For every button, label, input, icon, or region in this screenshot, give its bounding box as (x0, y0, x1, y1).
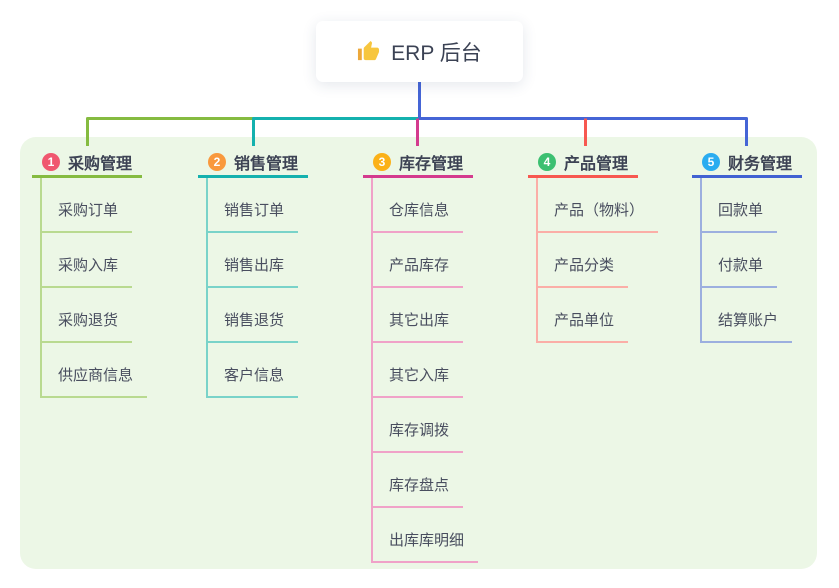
child-label: 产品分类 (554, 257, 615, 274)
child-node[interactable]: 仓库信息 (373, 178, 464, 233)
branch-3-children: 仓库信息 产品库存 其它出库 其它入库 库存调拨 库存盘点 出库库明细 (371, 178, 479, 563)
branch-4: 4 产品管理 产品（物料） 产品分类 产品单位 (528, 148, 659, 343)
branch-5: 5 财务管理 回款单 付款单 结算账户 (692, 148, 802, 343)
branch-1: 1 采购管理 采购订单 采购入库 采购退货 供应商信息 (32, 148, 148, 398)
child-label: 仓库信息 (389, 202, 450, 219)
branch-5-label: 财务管理 (728, 155, 793, 173)
child-label: 销售退货 (224, 312, 285, 329)
child-label: 其它出库 (389, 312, 450, 329)
child-label: 其它入库 (389, 367, 450, 384)
child-label: 销售出库 (224, 257, 285, 274)
child-node[interactable]: 销售订单 (208, 178, 299, 233)
child-label: 库存调拨 (389, 422, 450, 439)
child-label: 出库库明细 (389, 532, 465, 549)
child-label: 客户信息 (224, 367, 285, 384)
child-node[interactable]: 产品分类 (538, 233, 629, 288)
child-label: 采购入库 (58, 257, 119, 274)
child-node[interactable]: 库存调拨 (373, 398, 464, 453)
child-label: 采购退货 (58, 312, 119, 329)
child-node[interactable]: 客户信息 (208, 343, 299, 398)
branch-5-node[interactable]: 5 财务管理 (692, 148, 802, 178)
branches-background-panel (20, 137, 817, 569)
branch-4-label: 产品管理 (564, 155, 629, 173)
child-label: 付款单 (718, 257, 764, 274)
branch-1-number-badge: 1 (42, 152, 60, 171)
child-node[interactable]: 其它入库 (373, 343, 464, 398)
thumbs-up-icon (357, 40, 380, 63)
root-label: ERP 后台 (391, 41, 482, 65)
child-node[interactable]: 产品库存 (373, 233, 464, 288)
branch-3-node[interactable]: 3 库存管理 (363, 148, 473, 178)
branch-5-number-badge: 5 (702, 152, 720, 171)
child-node[interactable]: 回款单 (702, 178, 778, 233)
branch-4-children: 产品（物料） 产品分类 产品单位 (536, 178, 659, 343)
child-node[interactable]: 库存盘点 (373, 453, 464, 508)
branch-3-number-badge: 3 (373, 152, 391, 171)
branch-5-children: 回款单 付款单 结算账户 (700, 178, 802, 343)
child-label: 销售订单 (224, 202, 285, 219)
child-node[interactable]: 销售退货 (208, 288, 299, 343)
child-node[interactable]: 产品单位 (538, 288, 629, 343)
branch-1-node[interactable]: 1 采购管理 (32, 148, 142, 178)
child-label: 结算账户 (718, 312, 779, 329)
branch-2-label: 销售管理 (234, 155, 299, 173)
child-node[interactable]: 产品（物料） (538, 178, 659, 233)
branch-2: 2 销售管理 销售订单 销售出库 销售退货 客户信息 (198, 148, 308, 398)
branch-2-node[interactable]: 2 销售管理 (198, 148, 308, 178)
child-node[interactable]: 采购退货 (42, 288, 133, 343)
child-label: 供应商信息 (58, 367, 134, 384)
branch-1-children: 采购订单 采购入库 采购退货 供应商信息 (40, 178, 148, 398)
branch-4-number-badge: 4 (538, 152, 556, 171)
child-label: 采购订单 (58, 202, 119, 219)
branch-4-node[interactable]: 4 产品管理 (528, 148, 638, 178)
child-label: 库存盘点 (389, 477, 450, 494)
child-node[interactable]: 供应商信息 (42, 343, 148, 398)
branch-3: 3 库存管理 仓库信息 产品库存 其它出库 其它入库 库存调拨 库存盘点 出库库… (363, 148, 479, 563)
child-label: 产品（物料） (554, 202, 645, 219)
root-node[interactable]: ERP 后台 (316, 21, 523, 82)
child-node[interactable]: 销售出库 (208, 233, 299, 288)
child-label: 回款单 (718, 202, 764, 219)
branch-1-label: 采购管理 (68, 155, 133, 173)
branch-2-children: 销售订单 销售出库 销售退货 客户信息 (206, 178, 308, 398)
child-node[interactable]: 结算账户 (702, 288, 793, 343)
child-label: 产品库存 (389, 257, 450, 274)
child-node[interactable]: 采购订单 (42, 178, 133, 233)
child-node[interactable]: 出库库明细 (373, 508, 479, 563)
child-node[interactable]: 其它出库 (373, 288, 464, 343)
branch-2-number-badge: 2 (208, 152, 226, 171)
branch-3-label: 库存管理 (399, 155, 464, 173)
child-node[interactable]: 采购入库 (42, 233, 133, 288)
child-label: 产品单位 (554, 312, 615, 329)
child-node[interactable]: 付款单 (702, 233, 778, 288)
